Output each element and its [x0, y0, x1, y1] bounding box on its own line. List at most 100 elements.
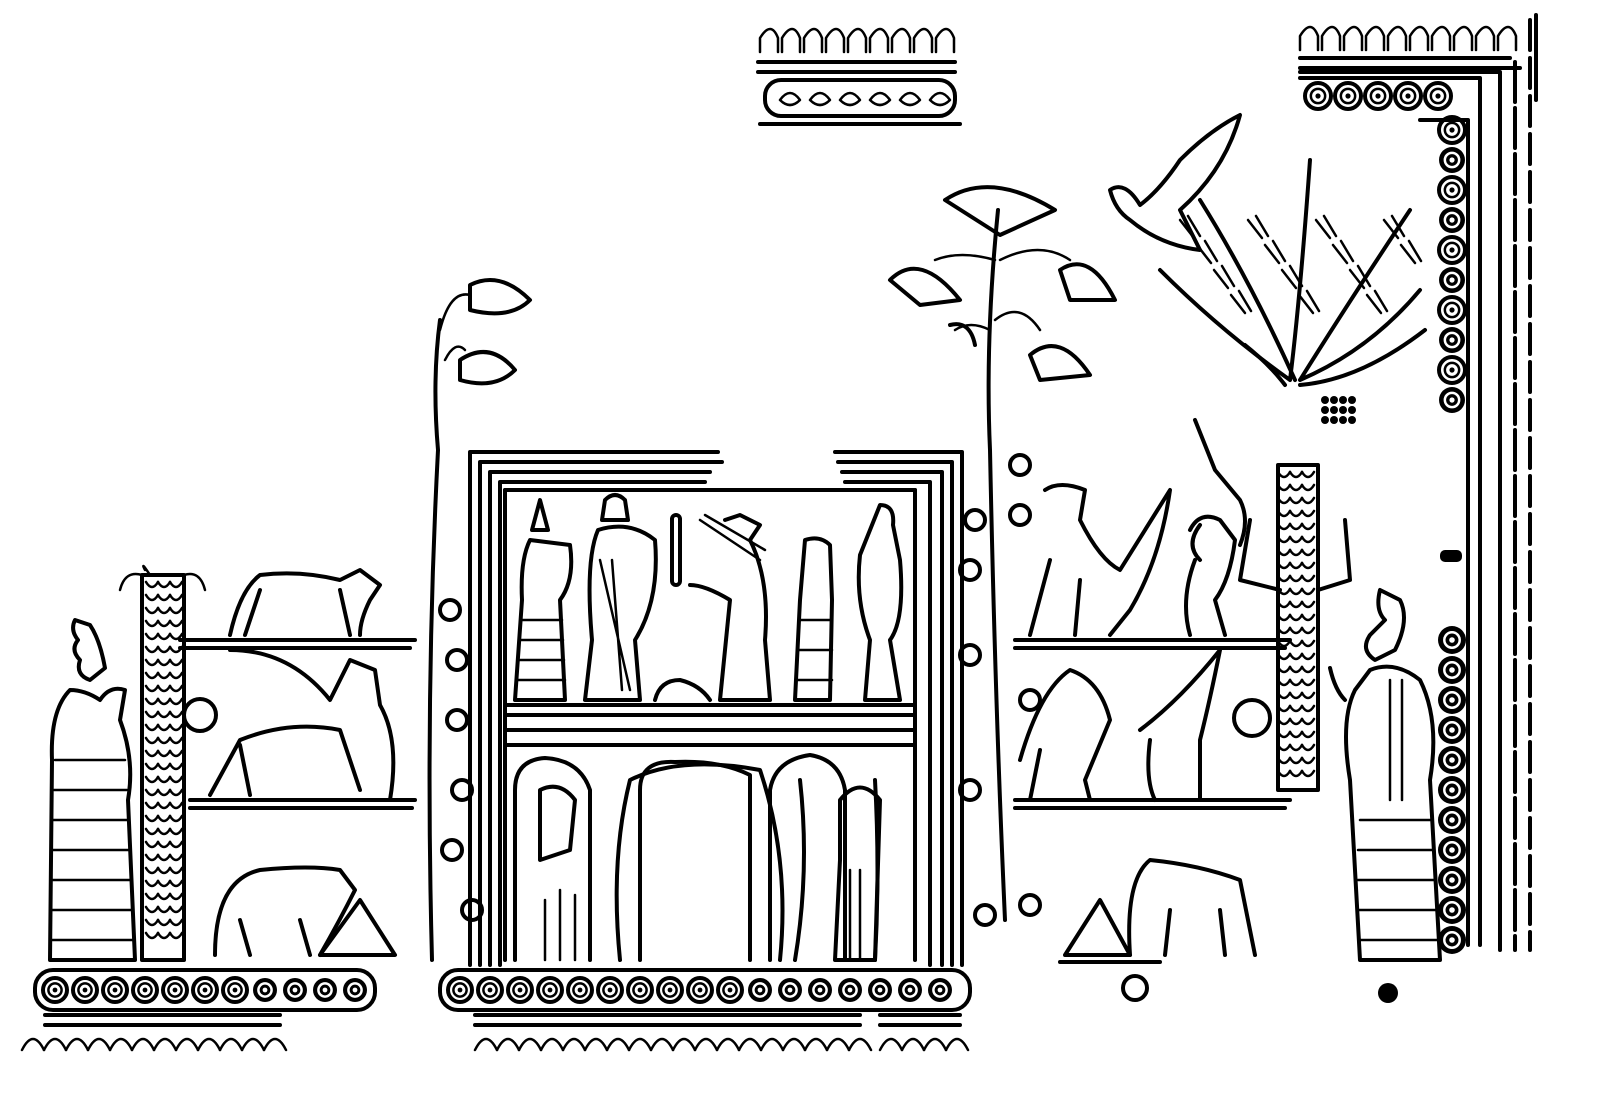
palm-scale: [1288, 678, 1304, 687]
spiral-ornament: [1443, 241, 1461, 259]
spiral-ornament: [191, 976, 219, 1004]
spiral-ornament: [1443, 901, 1461, 919]
spiral-ornament: [287, 982, 303, 998]
palm-scale: [1288, 535, 1304, 544]
palm-scale: [1300, 665, 1316, 674]
palm-scale: [144, 905, 160, 914]
date-fruit: [1348, 406, 1356, 414]
palm-scale: [1300, 717, 1316, 726]
palm-scale: [168, 723, 184, 732]
palm-scale: [156, 736, 172, 745]
palm-scale: [168, 840, 184, 849]
palm-scale: [1300, 574, 1316, 583]
palm-scale: [1288, 756, 1304, 765]
palm-scale: [156, 606, 172, 615]
palm-scale: [1276, 613, 1292, 622]
scroll-ornament: [808, 91, 832, 107]
palm-scale: [1276, 730, 1292, 739]
palm-scale: [156, 697, 172, 706]
spiral-ornament: [71, 976, 99, 1004]
scallop-fringe: [693, 1037, 719, 1052]
spiral-ornament: [667, 987, 673, 993]
spiral-ornament: [137, 982, 153, 998]
date-fruit: [1321, 396, 1329, 404]
palm-scale: [1276, 678, 1292, 687]
palm-scale: [1276, 522, 1292, 531]
merlon: [780, 27, 802, 54]
tree-leaf: [958, 778, 982, 802]
spiral-ornament: [167, 982, 183, 998]
palm-scale: [168, 619, 184, 628]
spiral-ornament: [1443, 331, 1461, 349]
frond-leaf: [1178, 214, 1202, 240]
date-fruit: [1348, 396, 1356, 404]
scallop-fringe: [539, 1037, 565, 1052]
date-fruit: [1339, 416, 1347, 424]
tree-leaf: [1008, 453, 1032, 477]
palm-scale: [1300, 613, 1316, 622]
palm-scale: [144, 593, 160, 602]
merlon: [758, 27, 780, 54]
palm-scale: [144, 801, 160, 810]
palm-scale: [1288, 574, 1304, 583]
palm-scale: [1288, 652, 1304, 661]
palm-scale: [1288, 769, 1304, 778]
frond-leaf: [1365, 289, 1389, 315]
spiral-ornament: [352, 987, 358, 993]
spiral-ornament: [1369, 87, 1387, 105]
palm-scale: [1300, 548, 1316, 557]
spiral-ornament: [77, 982, 93, 998]
spiral-ornament: [697, 987, 703, 993]
right-figure: [1328, 588, 1442, 962]
palm-scale: [144, 710, 160, 719]
palm-scale: [1288, 496, 1304, 505]
palm-scale: [168, 710, 184, 719]
palm-scale: [1276, 652, 1292, 661]
scroll-ornament: [868, 91, 892, 107]
right-frame: [1298, 13, 1538, 954]
spiral-ornament: [41, 976, 69, 1004]
bottom-border: [20, 968, 972, 1052]
spiral-ornament: [446, 976, 474, 1004]
palm-scale: [144, 606, 160, 615]
palm-scale: [144, 775, 160, 784]
spiral-ornament: [487, 987, 493, 993]
palm-scale: [144, 723, 160, 732]
palm-scale: [156, 671, 172, 680]
spiral-ornament: [1315, 93, 1321, 99]
spiral-ornament: [872, 982, 888, 998]
palm-scale: [156, 905, 172, 914]
palm-scale: [1300, 470, 1316, 479]
palm-scale: [1288, 730, 1304, 739]
palm-scale: [1288, 704, 1304, 713]
spiral-ornament: [1449, 217, 1455, 223]
palm-scale: [1300, 522, 1316, 531]
palm-scale: [168, 736, 184, 745]
palm-scale: [156, 580, 172, 589]
spiral-ornament: [1443, 211, 1461, 229]
palm-scale: [1300, 652, 1316, 661]
frond-leaf: [1195, 239, 1219, 265]
date-fruit: [1321, 406, 1329, 414]
spiral-ornament: [572, 982, 588, 998]
palm-scale: [144, 749, 160, 758]
spiral-ornament: [1423, 81, 1453, 111]
spiral-ornament: [452, 982, 468, 998]
scallop-fringe: [605, 1037, 631, 1052]
palm-scale: [156, 918, 172, 927]
right-registers: [1013, 483, 1398, 1003]
spiral-ornament: [1443, 781, 1461, 799]
frond-leaf: [1263, 239, 1287, 265]
merlon: [1386, 25, 1408, 52]
palm-scale: [1300, 587, 1316, 596]
palm-scale: [168, 697, 184, 706]
spiral-ornament: [1449, 667, 1455, 673]
palm-scale: [168, 671, 184, 680]
left-palm-tree: [118, 564, 207, 962]
spiral-ornament: [607, 987, 613, 993]
palm-scale: [144, 697, 160, 706]
spiral-ornament: [1443, 361, 1461, 379]
palm-scale: [1276, 769, 1292, 778]
palm-scale: [1300, 678, 1316, 687]
tree-leaf: [460, 898, 484, 922]
